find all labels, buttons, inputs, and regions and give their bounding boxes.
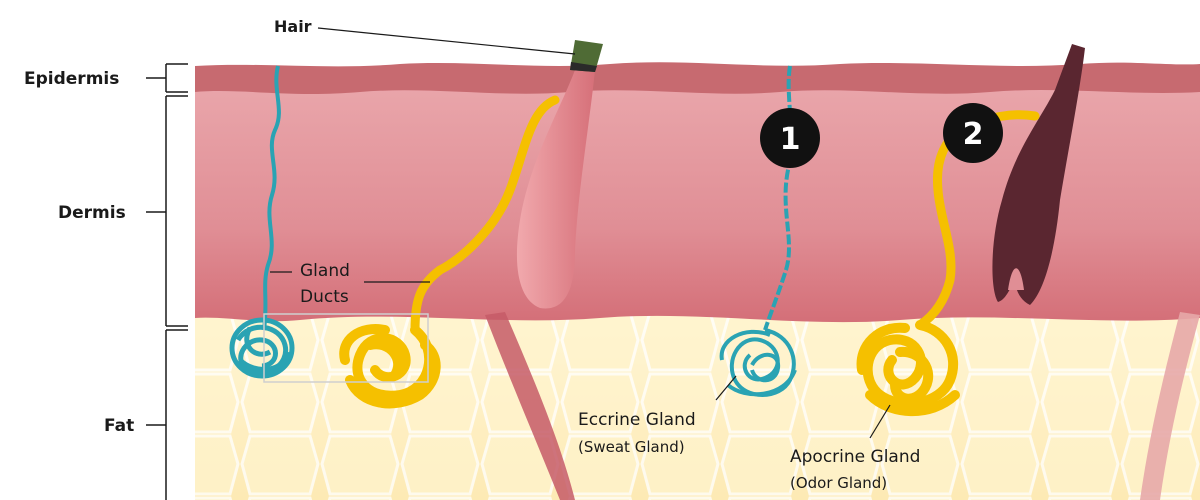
leader-lines [270, 27, 891, 439]
badge-apocrine-number: 2 [963, 117, 984, 152]
epidermis-label: Epidermis [24, 69, 119, 89]
eccrine-gland-1 [719, 328, 797, 397]
layer-brackets [146, 63, 188, 500]
epidermis-layer [195, 62, 1200, 94]
fat-label: Fat [104, 416, 134, 436]
badge-eccrine-number: 1 [780, 122, 801, 157]
gland-ducts-box [263, 313, 429, 383]
apocrine-duct-left [410, 95, 560, 335]
eccrine-gland-label: Eccrine Gland [578, 410, 696, 430]
hair-label: Hair [274, 17, 312, 36]
eccrine-gland-left [229, 317, 295, 379]
dermis-label: Dermis [58, 203, 126, 223]
dark-hair-follicle [992, 44, 1085, 305]
gland-ducts-label-line2: Ducts [300, 287, 349, 307]
hair-follicle [516, 70, 595, 309]
eccrine-gland-sublabel: (Sweat Gland) [578, 438, 685, 456]
badge-apocrine: 2 [943, 103, 1003, 163]
eccrine-duct-left [262, 65, 281, 331]
apocrine-gland-sublabel: (Odor Gland) [790, 474, 887, 492]
apocrine-gland-left [339, 324, 441, 409]
apocrine-gland-2 [856, 320, 960, 417]
badge-eccrine: 1 [760, 108, 820, 168]
gland-ducts-label-line1: Gland [300, 261, 350, 281]
apocrine-gland-label: Apocrine Gland [790, 447, 920, 467]
